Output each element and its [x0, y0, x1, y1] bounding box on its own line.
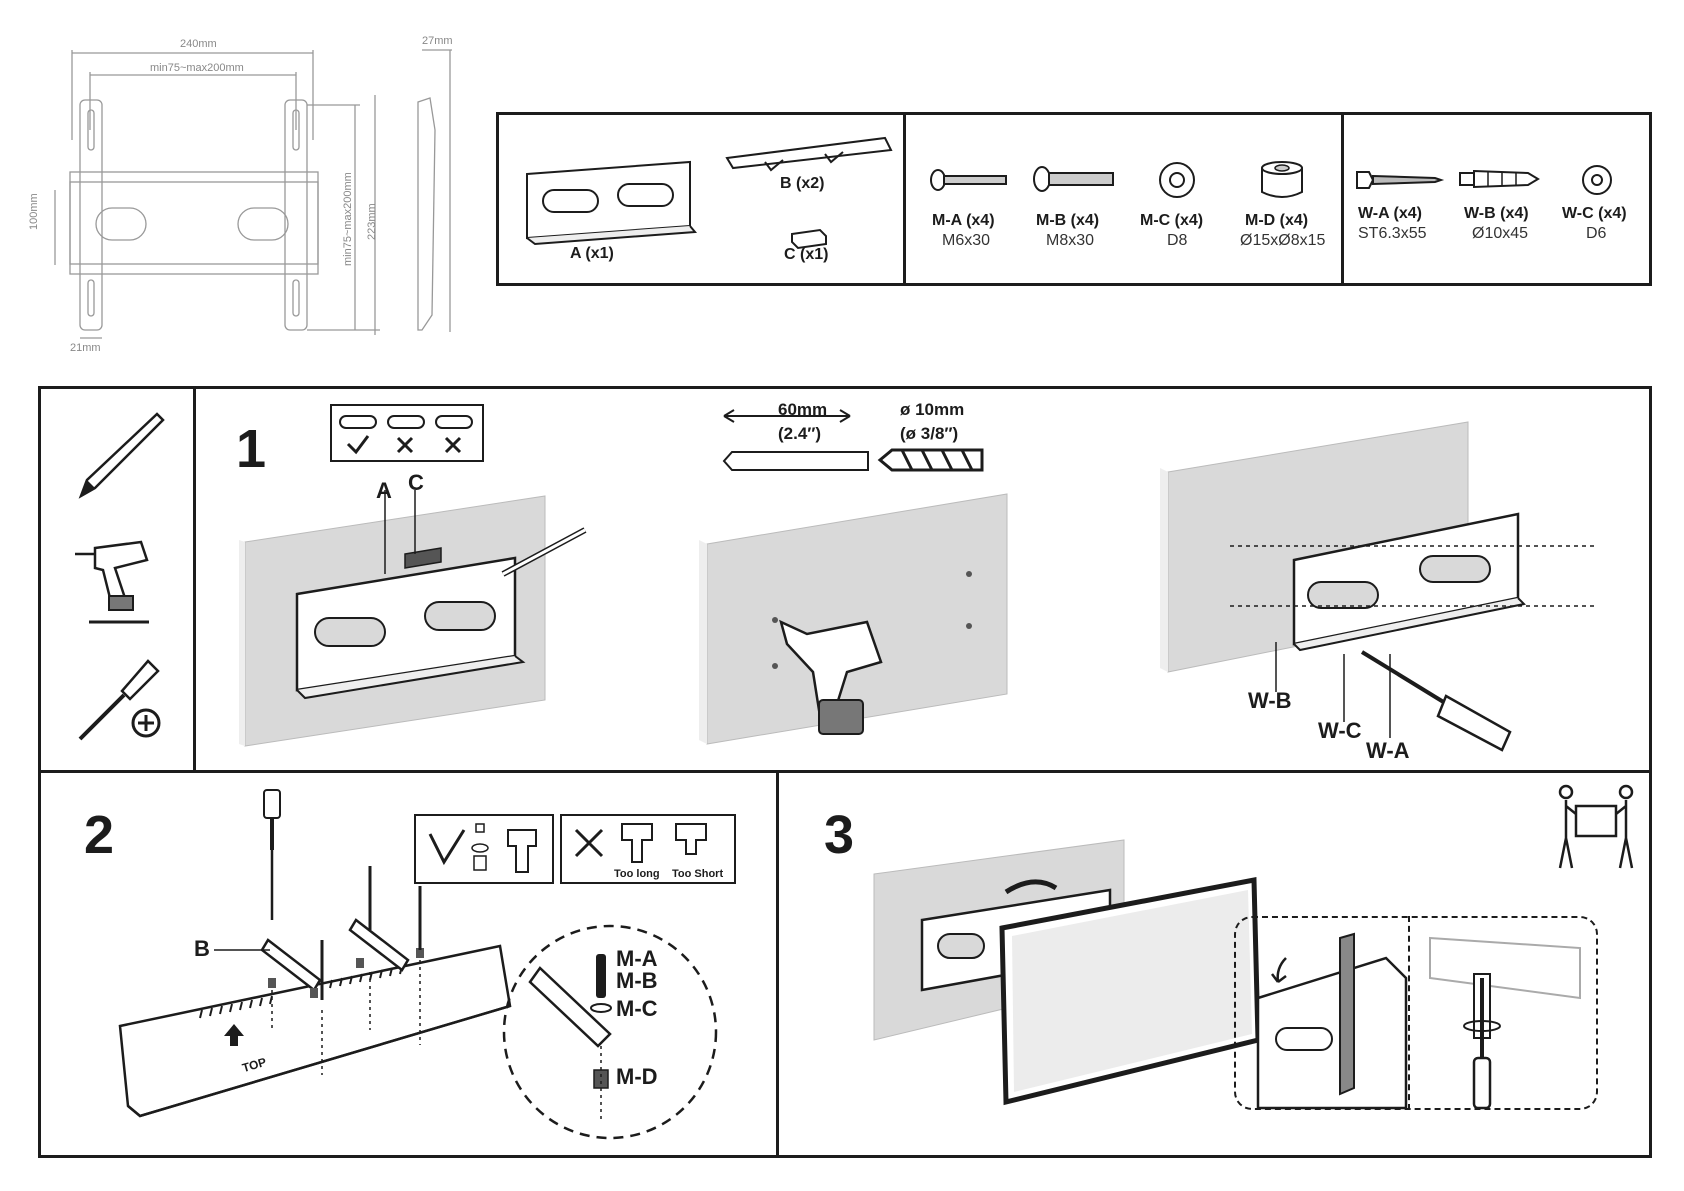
zoom-detail-circle: [500, 922, 720, 1142]
part-mc-label: M-C (x4): [1140, 212, 1203, 230]
part-ma-label: M-A (x4): [932, 212, 995, 230]
step2-brackets-and-screws: [250, 790, 470, 1090]
dim-overall-width: 240mm: [180, 38, 217, 50]
drill-bit-icon: [878, 446, 988, 476]
label-b: B: [194, 936, 210, 962]
step2-step3-divider: [776, 770, 779, 1158]
part-b-label: B (x2): [780, 175, 824, 193]
dim-vesa-height: min75~max200mm: [342, 172, 354, 266]
part-wc-spec: D6: [1586, 225, 1606, 243]
washer-wc-icon: [1580, 163, 1614, 197]
spacer-md-icon: [1258, 160, 1308, 202]
part-wb-spec: Ø10x45: [1472, 225, 1528, 243]
label-mc: M-C: [616, 996, 658, 1022]
label-a: A: [376, 478, 392, 504]
part-mb-label: M-B (x4): [1036, 212, 1099, 230]
screw-wa-icon: [1355, 168, 1443, 192]
drill-icon: [75, 530, 165, 620]
dimension-drawing: 240mm min75~max200mm 27mm 100mm min75~ma…: [30, 30, 470, 370]
drill-diameter-label: ø 10mm: [900, 400, 964, 420]
dim-overall-height: 223mm: [366, 203, 378, 240]
part-wb-label: W-B (x4): [1464, 205, 1529, 223]
parts-divider-2: [1341, 112, 1344, 286]
label-md: M-D: [616, 1064, 658, 1090]
wall-panel-3: [1168, 422, 1498, 652]
part-wc-label: W-C (x4): [1562, 205, 1627, 223]
dim-depth: 27mm: [422, 35, 453, 47]
part-md-spec: Ø15xØ8x15: [1240, 232, 1325, 250]
wall-panel-1: [245, 490, 575, 740]
two-person-lift-icon: [1556, 784, 1636, 870]
step-3-number: 3: [824, 804, 854, 866]
slot-legend-symbols: [332, 406, 482, 462]
screwdriver-icon: [72, 655, 172, 745]
label-wb: W-B: [1248, 688, 1292, 714]
drill-depth-arrow: [722, 402, 872, 462]
part-md-label: M-D (x4): [1245, 212, 1308, 230]
label-mb: M-B: [616, 968, 658, 994]
anchor-wb-icon: [1458, 165, 1542, 193]
part-mc-spec: D8: [1167, 232, 1187, 250]
washer-mc-icon: [1157, 160, 1197, 200]
label-b-leader: [214, 948, 274, 958]
bracket-a-icon: [525, 160, 695, 250]
hook-detail-left: [1236, 918, 1408, 1108]
part-mb-spec: M8x30: [1046, 232, 1094, 250]
part-wa-label: W-A (x4): [1358, 205, 1422, 223]
part-ma-spec: M6x30: [942, 232, 990, 250]
label-wa: W-A: [1366, 738, 1410, 764]
step-1-number: 1: [236, 418, 266, 480]
row-divider: [38, 770, 1652, 773]
screw-ma-icon: [930, 168, 1010, 192]
screw-mb-icon: [1033, 165, 1117, 193]
bracket-front-outline: [30, 30, 470, 370]
too-short-label: Too Short: [672, 868, 723, 880]
wall-panel-2: [707, 494, 1027, 754]
part-c-label: C (x1): [784, 246, 828, 264]
bracket-b-icon: [725, 136, 895, 176]
dim-rail-width: 21mm: [70, 342, 101, 354]
part-a-label: A (x1): [570, 245, 614, 263]
wrong-screw-symbol: [562, 816, 732, 866]
part-wa-spec: ST6.3x55: [1358, 225, 1426, 243]
step-2-number: 2: [84, 804, 114, 866]
tools-divider: [193, 386, 196, 772]
wall-and-tv: [874, 840, 1254, 1080]
pencil-icon: [75, 412, 165, 502]
too-long-label: Too long: [614, 868, 660, 880]
hook-detail-right: [1410, 918, 1600, 1108]
parts-divider-1: [903, 112, 906, 286]
label-wc: W-C: [1318, 718, 1362, 744]
dim-vesa-width: min75~max200mm: [150, 62, 244, 74]
label-c: C: [408, 470, 424, 496]
dim-height-left: 100mm: [28, 193, 40, 230]
drill-diameter-inch-label: (ø 3/8″): [900, 424, 958, 444]
